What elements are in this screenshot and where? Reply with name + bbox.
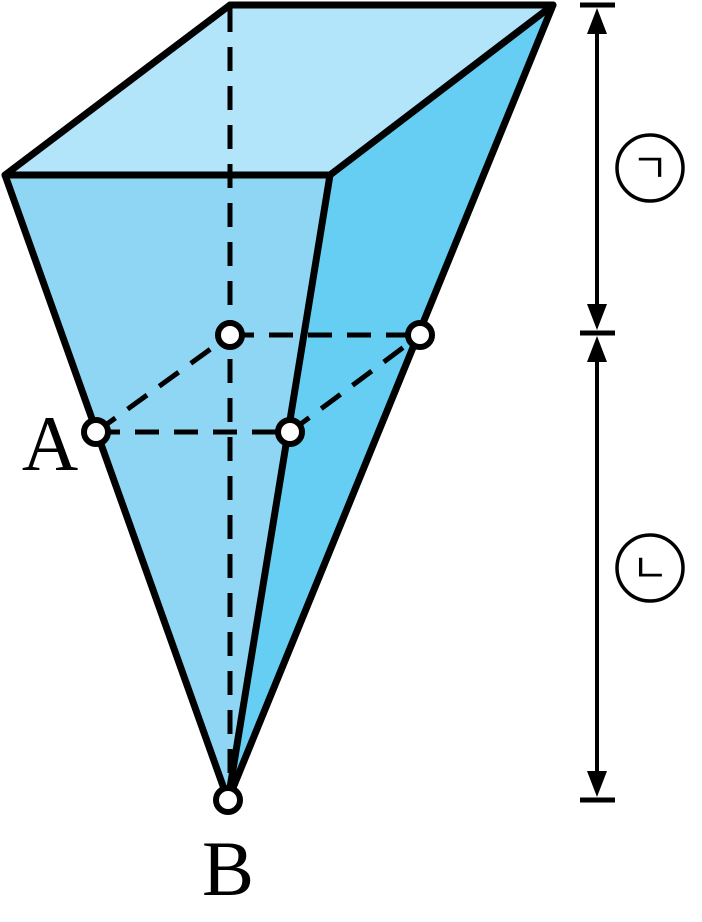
hidden-section-edge-right	[288, 332, 422, 435]
upper-arrow-bottom	[587, 304, 607, 330]
front-left-edge	[1, 171, 232, 804]
upper-segment-marker: ㄱ	[615, 133, 685, 203]
point-b-label: B	[202, 825, 254, 912]
section-point-front-right	[275, 417, 305, 447]
lower-segment-marker-text: ㄴ	[632, 546, 669, 592]
point-b-marker	[213, 785, 243, 815]
point-a-marker	[81, 417, 111, 447]
upper-segment-marker-text: ㄱ	[632, 146, 669, 192]
section-point-back-left	[215, 320, 245, 350]
point-a-label: A	[22, 400, 78, 487]
top-face	[5, 5, 553, 175]
front-face	[5, 175, 330, 800]
section-point-back-right	[405, 320, 435, 350]
lower-arrow-top	[587, 336, 607, 362]
lower-arrow-bottom	[587, 771, 607, 797]
hidden-section-edge-left	[94, 332, 232, 435]
back-right-edge	[224, 1, 557, 804]
upper-arrow-top	[587, 8, 607, 34]
front-right-edge	[224, 171, 334, 804]
lower-segment-marker: ㄴ	[615, 533, 685, 603]
